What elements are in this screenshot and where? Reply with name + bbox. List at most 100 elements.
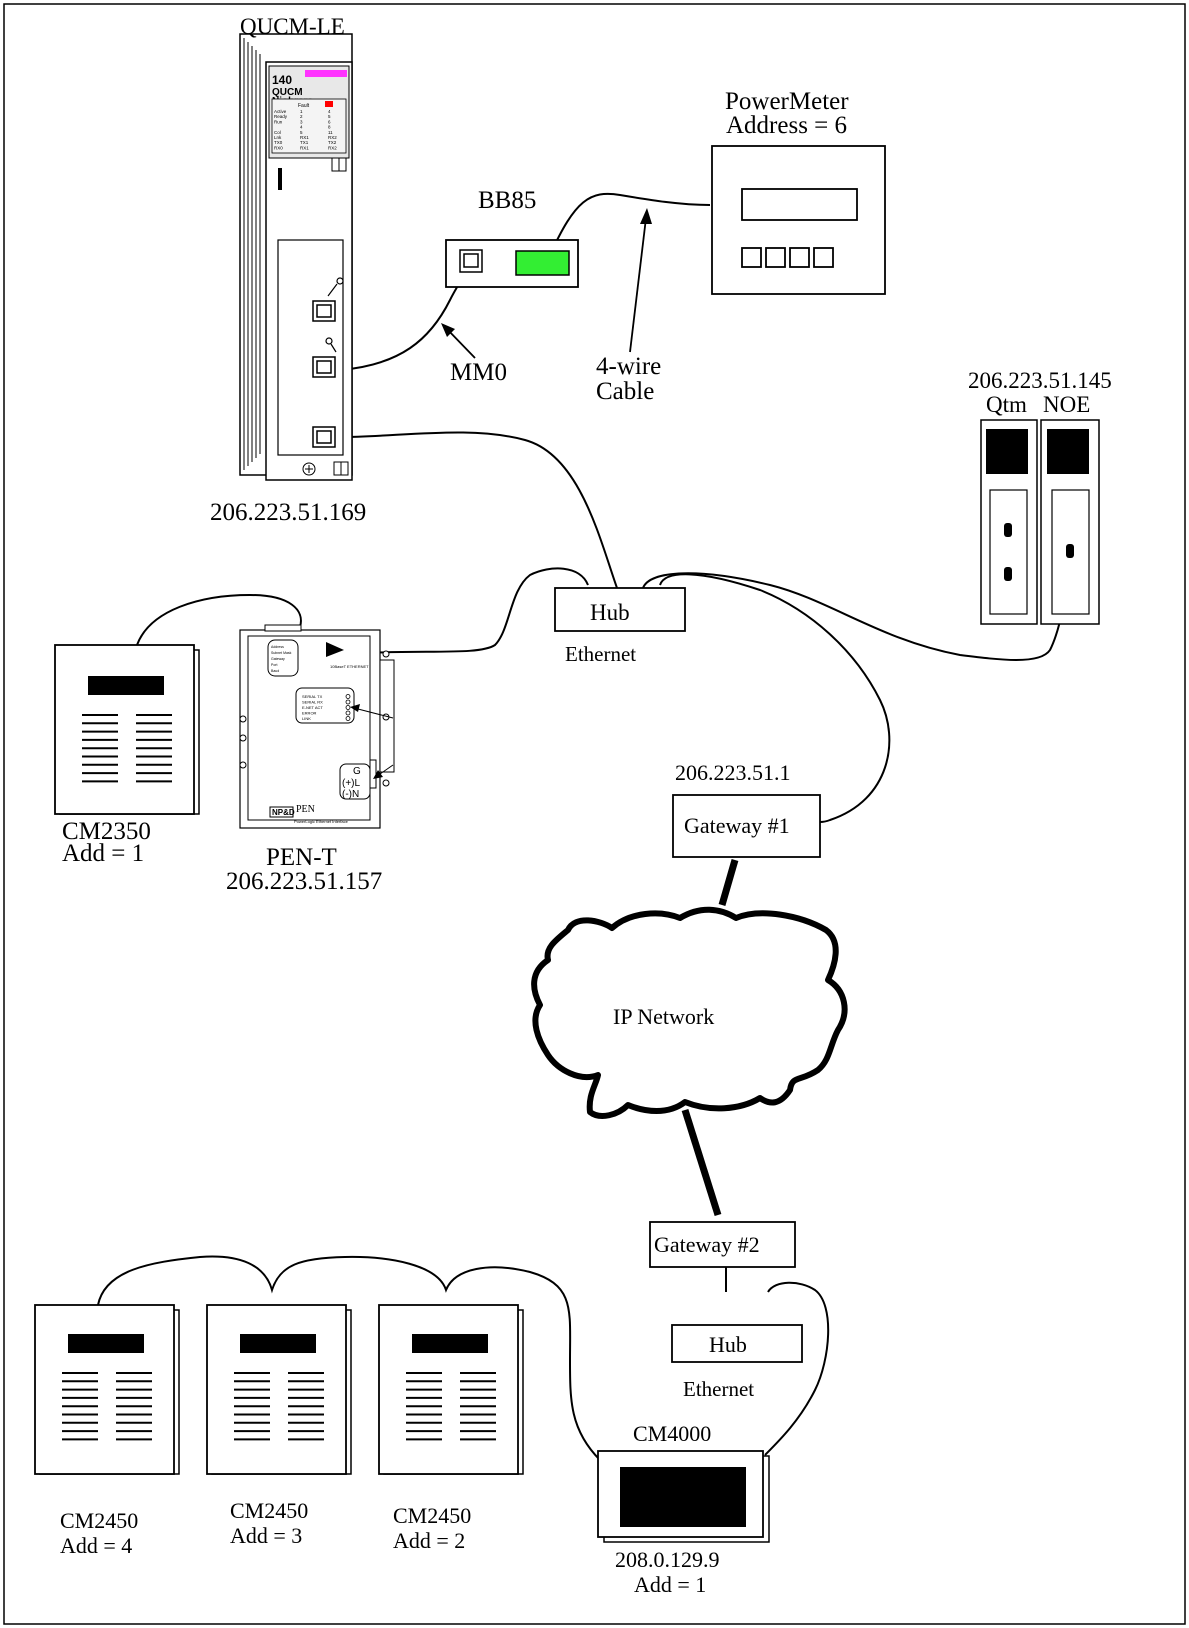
- pen-status-line: LINK: [302, 716, 311, 721]
- noe-label: NOE: [1043, 392, 1090, 417]
- qtm-port-1[interactable]: [1004, 523, 1012, 537]
- powermeter-key-1[interactable]: [741, 247, 762, 268]
- cm2450-name: CM2450: [230, 1498, 308, 1523]
- cm2450-device: [378, 1304, 524, 1475]
- pen-terminal-top: G: [353, 766, 361, 777]
- qucm-accent-bar: [305, 70, 347, 77]
- fault-led: [325, 101, 333, 107]
- diagram-border: [3, 3, 1186, 1625]
- cm4000-ethernet-cable: [764, 1281, 830, 1456]
- pen-badge: [269, 806, 294, 818]
- cm2450-address: Add = 2: [393, 1528, 465, 1553]
- pen-port-label: 10BaseT ETHERNET: [330, 664, 369, 669]
- cm2450-name: CM2450: [393, 1503, 471, 1528]
- cm2450-display: [240, 1334, 316, 1353]
- cm2350-device: [54, 644, 200, 815]
- powermeter-key-3[interactable]: [789, 247, 810, 268]
- wan-links: [681, 859, 739, 1217]
- gateway2-box: [649, 1221, 796, 1268]
- cable-label-line2: Cable: [596, 378, 654, 405]
- led-row-cell: 4: [300, 125, 303, 130]
- cm2450-device: [206, 1304, 352, 1475]
- noe-ethernet-cable: [642, 572, 1069, 661]
- pen-status-led: [345, 699, 351, 705]
- qtm-label: Qtm: [986, 392, 1027, 417]
- led-row-cell: 3: [300, 119, 303, 124]
- qucm-module: 140 QUCM Niobrara Fault Active14Ready25R…: [239, 33, 353, 481]
- qtm-port-2[interactable]: [1004, 567, 1012, 581]
- gateway1-wan-link: [718, 859, 739, 906]
- cable-label-line1: 4-wire: [596, 353, 661, 380]
- led-row-cell: Run: [274, 119, 283, 124]
- powermeter-display: [741, 188, 858, 221]
- hub2-box: [671, 1324, 803, 1363]
- cm4000-display: [620, 1467, 746, 1527]
- powermeter-key-2[interactable]: [765, 247, 786, 268]
- cm4000-ip: 208.0.129.9: [615, 1547, 720, 1572]
- led-row-cell: 11: [328, 130, 333, 135]
- pen-name: PEN-T: [266, 844, 337, 871]
- cm2450-name: CM2450: [60, 1508, 138, 1533]
- pen-ethernet-cable: [365, 567, 589, 654]
- qucm-slot-indicator: [278, 168, 282, 190]
- ip-network-label: IP Network: [613, 1004, 714, 1029]
- pen-brand: PEN: [296, 804, 315, 815]
- pen-info-line: Baud: [271, 669, 279, 673]
- cm2450-device: [34, 1304, 180, 1475]
- gateway1-ip: 206.223.51.1: [675, 760, 791, 785]
- pen-status-led: [345, 710, 351, 716]
- gateway2-wan-link: [681, 1108, 722, 1217]
- pen-info-card: [267, 639, 299, 677]
- bb85-name: BB85: [478, 187, 536, 214]
- cm2450-address: Add = 4: [60, 1533, 132, 1558]
- pen-status-led: [345, 705, 351, 710]
- qucm-face-line2: QUCM: [272, 87, 303, 98]
- gateway1-ethernet-cable: [659, 573, 891, 823]
- led-row-cell: TX1: [300, 140, 309, 145]
- led-row-cell: Col: [274, 130, 281, 135]
- pen-status-led: [345, 694, 351, 699]
- qucm-name: QUCM-LE: [240, 14, 345, 39]
- hub1-box: [554, 587, 686, 632]
- pen-play-icon: [326, 642, 344, 657]
- cm2350-address: Add = 1: [62, 840, 144, 867]
- qucm-led-header: Fault: [298, 103, 310, 109]
- led-row-cell: 2: [300, 114, 303, 119]
- cm4000-device: [597, 1450, 770, 1543]
- pen-badge-text: NP&D: [272, 808, 295, 817]
- gateway1-name: Gateway #1: [684, 813, 790, 838]
- qucm-ports: [312, 300, 336, 448]
- led-row-cell: RX1: [300, 135, 309, 140]
- mm0-label: MM0: [450, 359, 507, 386]
- led-row-cell: Active: [274, 109, 287, 114]
- bb85-device: [445, 239, 579, 288]
- pen-info-line: Subnet Mask: [271, 651, 292, 655]
- powermeter-key-4[interactable]: [813, 247, 834, 268]
- noe-ethernet-port[interactable]: [1066, 544, 1074, 558]
- qtm-noe-ip: 206.223.51.145: [968, 368, 1112, 393]
- pen-terminal-l: (+)L: [342, 778, 361, 789]
- pen-status-line: ERROR: [302, 711, 317, 716]
- led-row-cell: RX0: [274, 145, 283, 150]
- noe-module: [1040, 419, 1100, 625]
- led-row-cell: TX2: [328, 140, 337, 145]
- cm2350-text-lines: [82, 714, 172, 783]
- led-row-cell: RX1: [300, 145, 309, 150]
- powermeter-address: Address = 6: [726, 112, 847, 139]
- hub1-caption: Ethernet: [565, 642, 636, 666]
- mm0-pointer-arrow: [441, 323, 476, 359]
- qucm-ip: 206.223.51.169: [210, 499, 366, 526]
- led-row-cell: 5: [300, 130, 303, 135]
- ip-network-cloud: [531, 906, 848, 1119]
- gateway1-box: [672, 794, 821, 858]
- cable-pointer-arrow: [629, 208, 652, 353]
- pen-status-line: SERIAL TX: [302, 694, 323, 699]
- qucm-ethernet-cable: [339, 431, 618, 589]
- powermeter-cable: [549, 192, 711, 256]
- hub1-name: Hub: [590, 600, 630, 625]
- cm4000-name: CM4000: [633, 1421, 711, 1446]
- cm2350-name: CM2350: [62, 818, 151, 845]
- pen-status-line: E-NET ACT: [302, 705, 323, 710]
